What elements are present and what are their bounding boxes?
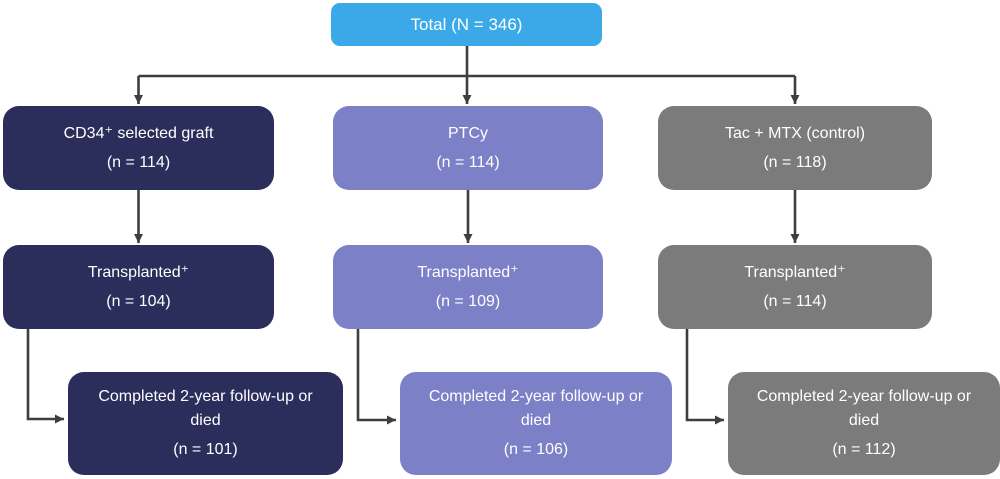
node-arm3-transplanted: Transplanted⁺ (n = 114) bbox=[658, 245, 932, 329]
connector-arm3-completed bbox=[685, 329, 724, 425]
node-arm3-enrolled-label: Tac + MTX (control) bbox=[724, 124, 866, 142]
node-arm1-transplanted-count: (n = 104) bbox=[106, 292, 171, 310]
node-arm2-completed: Completed 2-year follow-up or died (n = … bbox=[400, 372, 672, 475]
node-total: Total (N = 346) bbox=[331, 3, 602, 46]
connector-arm1-completed bbox=[26, 329, 64, 424]
node-arm1-completed-count: (n = 101) bbox=[173, 441, 238, 458]
node-arm2-completed-count: (n = 106) bbox=[503, 441, 569, 458]
node-arm3-completed-label: Completed 2-year follow-up or died bbox=[756, 388, 972, 429]
node-arm1-enrolled-count: (n = 114) bbox=[106, 153, 171, 171]
node-arm3-completed: Completed 2-year follow-up or died (n = … bbox=[728, 372, 1000, 475]
node-arm1-enrolled: CD34⁺ selected graft (n = 114) bbox=[3, 106, 274, 190]
node-arm3-enrolled-count: (n = 118) bbox=[763, 153, 827, 171]
node-arm1-transplanted-label: Transplanted⁺ bbox=[87, 263, 190, 281]
node-arm2-transplanted-label: Transplanted⁺ bbox=[417, 263, 519, 281]
node-arm3-enrolled: Tac + MTX (control) (n = 118) bbox=[658, 106, 932, 190]
node-arm2-enrolled: PTCy (n = 114) bbox=[333, 106, 603, 190]
node-arm3-transplanted-label: Transplanted⁺ bbox=[744, 263, 846, 281]
node-arm2-completed-label: Completed 2-year follow-up or died bbox=[428, 388, 644, 429]
node-arm2-transplanted-count: (n = 109) bbox=[435, 292, 501, 310]
node-arm2-enrolled-label: PTCy bbox=[448, 124, 488, 142]
node-arm3-transplanted-count: (n = 114) bbox=[763, 292, 827, 310]
node-arm1-transplanted: Transplanted⁺ (n = 104) bbox=[3, 245, 274, 329]
node-arm1-completed-label: Completed 2-year follow-up or died bbox=[98, 388, 313, 429]
connector-arm2-completed bbox=[356, 329, 396, 425]
node-arm1-completed: Completed 2-year follow-up or died (n = … bbox=[68, 372, 343, 475]
node-arm2-transplanted: Transplanted⁺ (n = 109) bbox=[333, 245, 603, 329]
node-arm3-completed-count: (n = 112) bbox=[832, 441, 896, 458]
node-arm1-enrolled-label: CD34⁺ selected graft bbox=[63, 124, 214, 142]
node-arm2-enrolled-count: (n = 114) bbox=[436, 153, 500, 171]
node-total-label: Total (N = 346) bbox=[410, 14, 523, 34]
